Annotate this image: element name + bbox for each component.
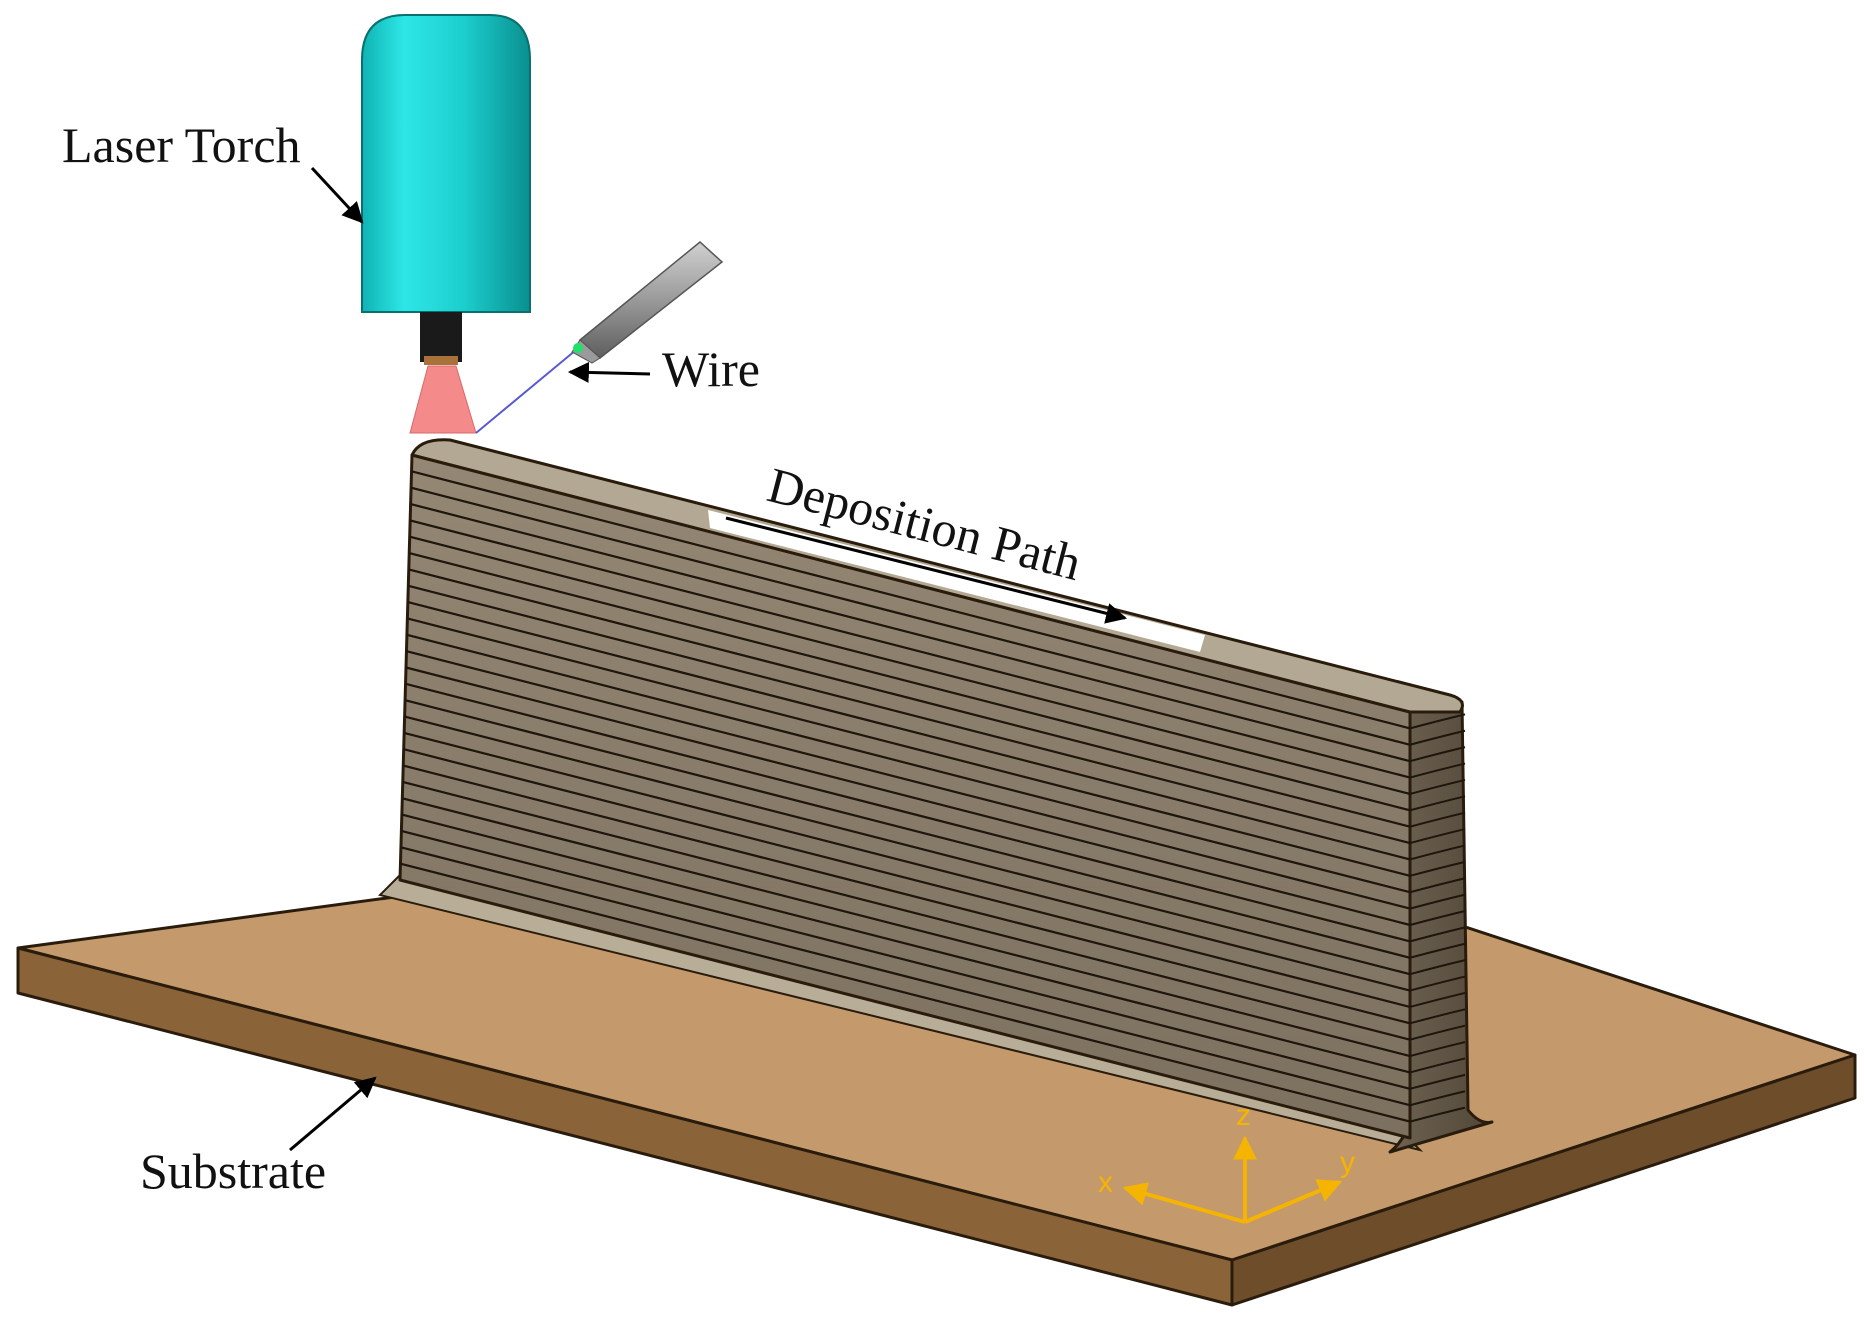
wall-layer-line bbox=[408, 552, 1411, 812]
x-axis-label: x bbox=[1098, 1166, 1113, 1199]
laser-torch-leader-arrow bbox=[310, 166, 364, 224]
wall-end-layer-line bbox=[1409, 778, 1466, 795]
wall-layer-line bbox=[402, 764, 1411, 1025]
wall-layer-line bbox=[410, 486, 1411, 746]
wall-layer-line bbox=[406, 633, 1411, 894]
wall-layer-line bbox=[410, 502, 1411, 763]
laser-torch bbox=[361, 14, 531, 434]
wall-end-layer-line bbox=[1409, 1008, 1466, 1025]
wall-layer-line bbox=[408, 584, 1411, 845]
wall-layer-line bbox=[409, 519, 1411, 779]
wall-end-layer-line bbox=[1409, 1024, 1466, 1041]
substrate-leader-arrow bbox=[289, 1076, 377, 1152]
wall-end-layer-line bbox=[1409, 893, 1466, 910]
wall-end-layer-line bbox=[1409, 729, 1466, 746]
y-axis-arrow bbox=[1244, 1179, 1343, 1224]
wall-end-layer-line bbox=[1409, 844, 1466, 861]
wall-layer-line bbox=[402, 780, 1411, 1041]
wall-end-layer-line bbox=[1409, 762, 1466, 779]
wall-layer-line bbox=[409, 535, 1411, 795]
wall-end-layer-line bbox=[1409, 713, 1466, 730]
x-axis-arrow bbox=[1122, 1182, 1246, 1224]
deposited-wall bbox=[378, 438, 1494, 1154]
wall-layer-lines bbox=[400, 470, 1411, 1123]
wall-end-layer-lines bbox=[1409, 713, 1466, 1123]
torch-nozzle-tip bbox=[424, 356, 458, 365]
wire-strand bbox=[475, 344, 583, 434]
wall-layer-line bbox=[402, 797, 1411, 1058]
label-wire: Wire bbox=[662, 341, 760, 397]
wall-end-layer-line bbox=[1409, 860, 1466, 877]
wire-feeder bbox=[475, 241, 724, 434]
z-axis-label: z bbox=[1236, 1099, 1251, 1132]
wall-layer-line bbox=[401, 829, 1411, 1090]
deposition-path-arrow bbox=[725, 516, 1128, 624]
wall-layer-line bbox=[403, 748, 1411, 1008]
coordinate-axes: z x y bbox=[1098, 1099, 1355, 1224]
wall-layer-line bbox=[404, 699, 1411, 959]
wall-end-layer-line bbox=[1409, 795, 1466, 812]
wall-end-layer-line bbox=[1409, 1090, 1466, 1107]
wall-layer-line bbox=[403, 731, 1411, 992]
wall-layer-line bbox=[401, 813, 1411, 1074]
wall-end-layer-line bbox=[1409, 1106, 1466, 1123]
wall-layer-line bbox=[408, 568, 1411, 828]
wall-layer-line bbox=[400, 846, 1411, 1107]
wall-layer-line bbox=[405, 682, 1411, 943]
wall-end-layer-line bbox=[1409, 877, 1466, 894]
wall-end-layer-line bbox=[1409, 975, 1466, 992]
wall-layer-line bbox=[406, 650, 1411, 910]
label-laser-torch: Laser Torch bbox=[62, 117, 301, 173]
laser-beam-cone bbox=[409, 365, 477, 434]
torch-nozzle bbox=[420, 312, 462, 362]
wire-leader-arrow bbox=[567, 361, 651, 383]
wall-layer-line bbox=[411, 470, 1411, 730]
wall-end-layer-line bbox=[1409, 811, 1466, 828]
wall-end-layer-line bbox=[1409, 1041, 1466, 1058]
label-substrate: Substrate bbox=[140, 1143, 326, 1199]
wall-end-layer-line bbox=[1409, 828, 1466, 845]
wall-end-layer-line bbox=[1409, 1057, 1466, 1074]
wall-end-layer-line bbox=[1409, 746, 1466, 763]
wall-end-layer-line bbox=[1409, 926, 1466, 943]
wall-end-layer-line bbox=[1409, 991, 1466, 1008]
wall-end-layer-line bbox=[1409, 959, 1466, 976]
torch-body bbox=[361, 14, 531, 313]
wall-end-layer-line bbox=[1409, 910, 1466, 926]
wall-end-layer-line bbox=[1409, 942, 1466, 959]
wall-layer-line bbox=[404, 715, 1411, 976]
wall-layer-line bbox=[407, 601, 1411, 861]
wall-end-layer-line bbox=[1409, 1073, 1466, 1090]
substrate-right-face bbox=[1230, 1053, 1857, 1307]
wall-layer-line bbox=[400, 862, 1411, 1123]
wire-tip-indicator bbox=[573, 343, 583, 353]
wall-layer-line bbox=[405, 666, 1411, 927]
wall-layer-line bbox=[407, 617, 1411, 877]
y-axis-label: y bbox=[1340, 1146, 1355, 1179]
